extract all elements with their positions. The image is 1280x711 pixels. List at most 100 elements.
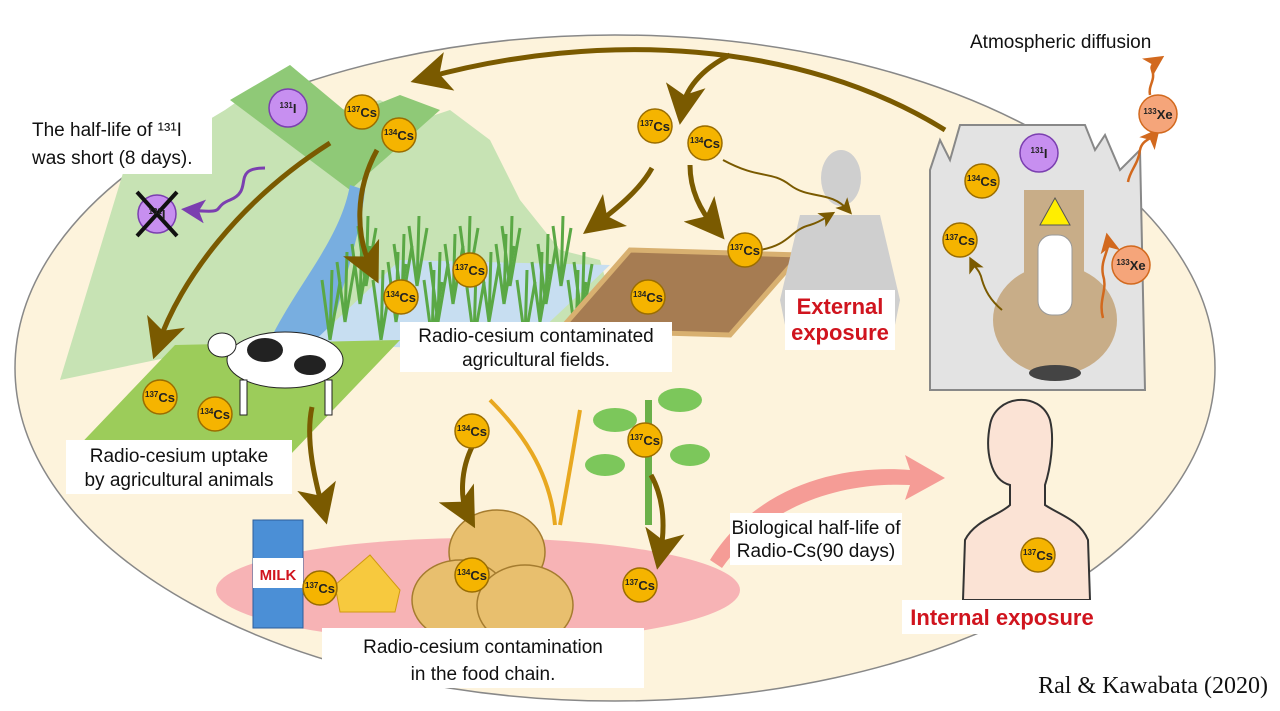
isotope-circle	[383, 279, 419, 315]
isotope-137cs: 137Cs	[727, 232, 763, 268]
rice-plant	[320, 269, 342, 341]
isotope-label: 134Cs	[457, 568, 487, 583]
isotope-circle	[630, 279, 666, 315]
isotope-label: 134Cs	[967, 174, 997, 189]
text-line: Radio-Cs(90 days)	[737, 541, 895, 562]
isotope-134cs: 134Cs	[197, 396, 233, 432]
rice-plant	[407, 215, 429, 287]
isotope-circle	[1138, 94, 1178, 134]
isotope-label: 131I	[149, 207, 166, 222]
cow	[207, 331, 344, 416]
isotope-137cs: 137Cs	[637, 108, 673, 144]
isotope-label: 131I	[1031, 146, 1048, 161]
isotope-137cs: 137Cs	[344, 94, 380, 130]
rice-plant	[551, 215, 573, 287]
label-external-exposure: External exposure	[785, 290, 895, 350]
isotope-label: 137Cs	[1023, 548, 1053, 563]
isotope-137cs: 137Cs	[302, 570, 338, 606]
isotope-label: 137Cs	[945, 233, 975, 248]
isotope-circle	[268, 88, 308, 128]
isotope-label: 137Cs	[145, 390, 175, 405]
isotope-label: 133Xe	[1143, 107, 1172, 122]
label-animal-uptake: Radio-cesium uptake by agricultural anim…	[66, 440, 292, 494]
isotope-label: 137Cs	[630, 433, 660, 448]
isotope-137cs: 137Cs	[622, 567, 658, 603]
isotope-label: 137Cs	[640, 119, 670, 134]
gamma-ray-arrows	[722, 159, 1003, 311]
isotope-label: 137Cs	[625, 578, 655, 593]
isotope-circle	[622, 567, 658, 603]
isotope-label: 134Cs	[690, 136, 720, 151]
text-line: Radio-cesium contaminated	[418, 326, 654, 347]
isotope-circle	[727, 232, 763, 268]
text-line: by agricultural animals	[84, 470, 273, 491]
isotope-label: 131I	[280, 101, 297, 116]
isotope-131i: 131I	[268, 88, 308, 128]
text-line: Radio-cesium uptake	[90, 446, 268, 467]
isotope-134cs: 134Cs	[964, 163, 1000, 199]
isotope-label: 134Cs	[386, 290, 416, 305]
isotope-label: 137Cs	[305, 581, 335, 596]
isotope-label: 137Cs	[347, 105, 377, 120]
deposition-arrows	[147, 47, 947, 570]
isotope-134cs: 134Cs	[687, 125, 723, 161]
rice-stalk	[488, 398, 582, 526]
text-line: Biological half-life of	[732, 518, 902, 539]
isotope-134cs: 134Cs	[383, 279, 419, 315]
isotope-circle	[454, 557, 490, 593]
rice-plant	[500, 215, 522, 287]
text-line: was short (8 days).	[31, 148, 193, 169]
label-internal-exposure: Internal exposure	[902, 600, 1102, 634]
human-outline-internal	[961, 398, 1092, 601]
rice-plant	[536, 233, 558, 305]
ingestion-arrow	[710, 455, 945, 568]
river	[270, 185, 365, 340]
isotope-134cs: 134Cs	[454, 557, 490, 593]
isotope-133xe: 133Xe	[1111, 245, 1151, 285]
text-line: Internal exposure	[910, 605, 1093, 630]
isotope-label: 137Cs	[730, 243, 760, 258]
xenon-release-arrows	[1100, 55, 1165, 319]
isotope-markers: 131I 137Cs 134Cs 137Cs 134Cs 137Cs 134Cs 137Cs 1…	[135, 88, 1178, 606]
isotope-circle	[197, 396, 233, 432]
isotope-137cs: 137Cs	[142, 379, 178, 415]
cheese	[334, 554, 401, 613]
isotope-circle	[381, 117, 417, 153]
isotope-137cs: 137Cs	[452, 252, 488, 288]
citation: Ral & Kawabata (2020)	[1038, 673, 1268, 699]
cross-icon	[135, 190, 179, 238]
text-line: in the food chain.	[411, 664, 556, 685]
isotope-134cs: 134Cs	[381, 117, 417, 153]
isotope-label: 137Cs	[455, 263, 485, 278]
isotope-label: 134Cs	[633, 290, 663, 305]
isotope-circle	[454, 413, 490, 449]
isotope-circle	[1111, 245, 1151, 285]
isotope-137cs: 137Cs	[942, 222, 978, 258]
label-atmospheric-diffusion: Atmospheric diffusion	[970, 32, 1151, 53]
isotope-label: 134Cs	[457, 424, 487, 439]
isotope-131i: 131I	[135, 190, 179, 238]
isotope-137cs: 137Cs	[627, 422, 663, 458]
text-line: Radio-cesium contamination	[363, 637, 603, 658]
label-iodine-halflife: The half-life of ¹³¹I was short (8 days)…	[26, 108, 212, 174]
isotope-circle	[942, 222, 978, 258]
milk-label: MILK	[260, 567, 297, 584]
iodine-decay-arrow	[181, 166, 266, 224]
isotope-134cs: 134Cs	[630, 279, 666, 315]
label-food-chain: Radio-cesium contamination in the food c…	[322, 628, 644, 688]
text-line: agricultural fields.	[462, 350, 610, 371]
text-line: The half-life of ¹³¹I	[32, 120, 182, 141]
label-biological-halflife: Biological half-life of Radio-Cs(90 days…	[730, 513, 902, 565]
isotope-circle	[964, 163, 1000, 199]
isotope-label: 134Cs	[384, 128, 414, 143]
isotope-circle	[302, 570, 338, 606]
milk-carton: MILK	[252, 519, 304, 629]
text-line: exposure	[791, 320, 889, 345]
isotope-circle	[452, 252, 488, 288]
isotope-circle	[687, 125, 723, 161]
label-contaminated-fields: Radio-cesium contaminated agricultural f…	[400, 322, 672, 372]
isotope-label: 134Cs	[200, 407, 230, 422]
isotope-134cs: 134Cs	[454, 413, 490, 449]
isotope-circle	[1020, 537, 1056, 573]
